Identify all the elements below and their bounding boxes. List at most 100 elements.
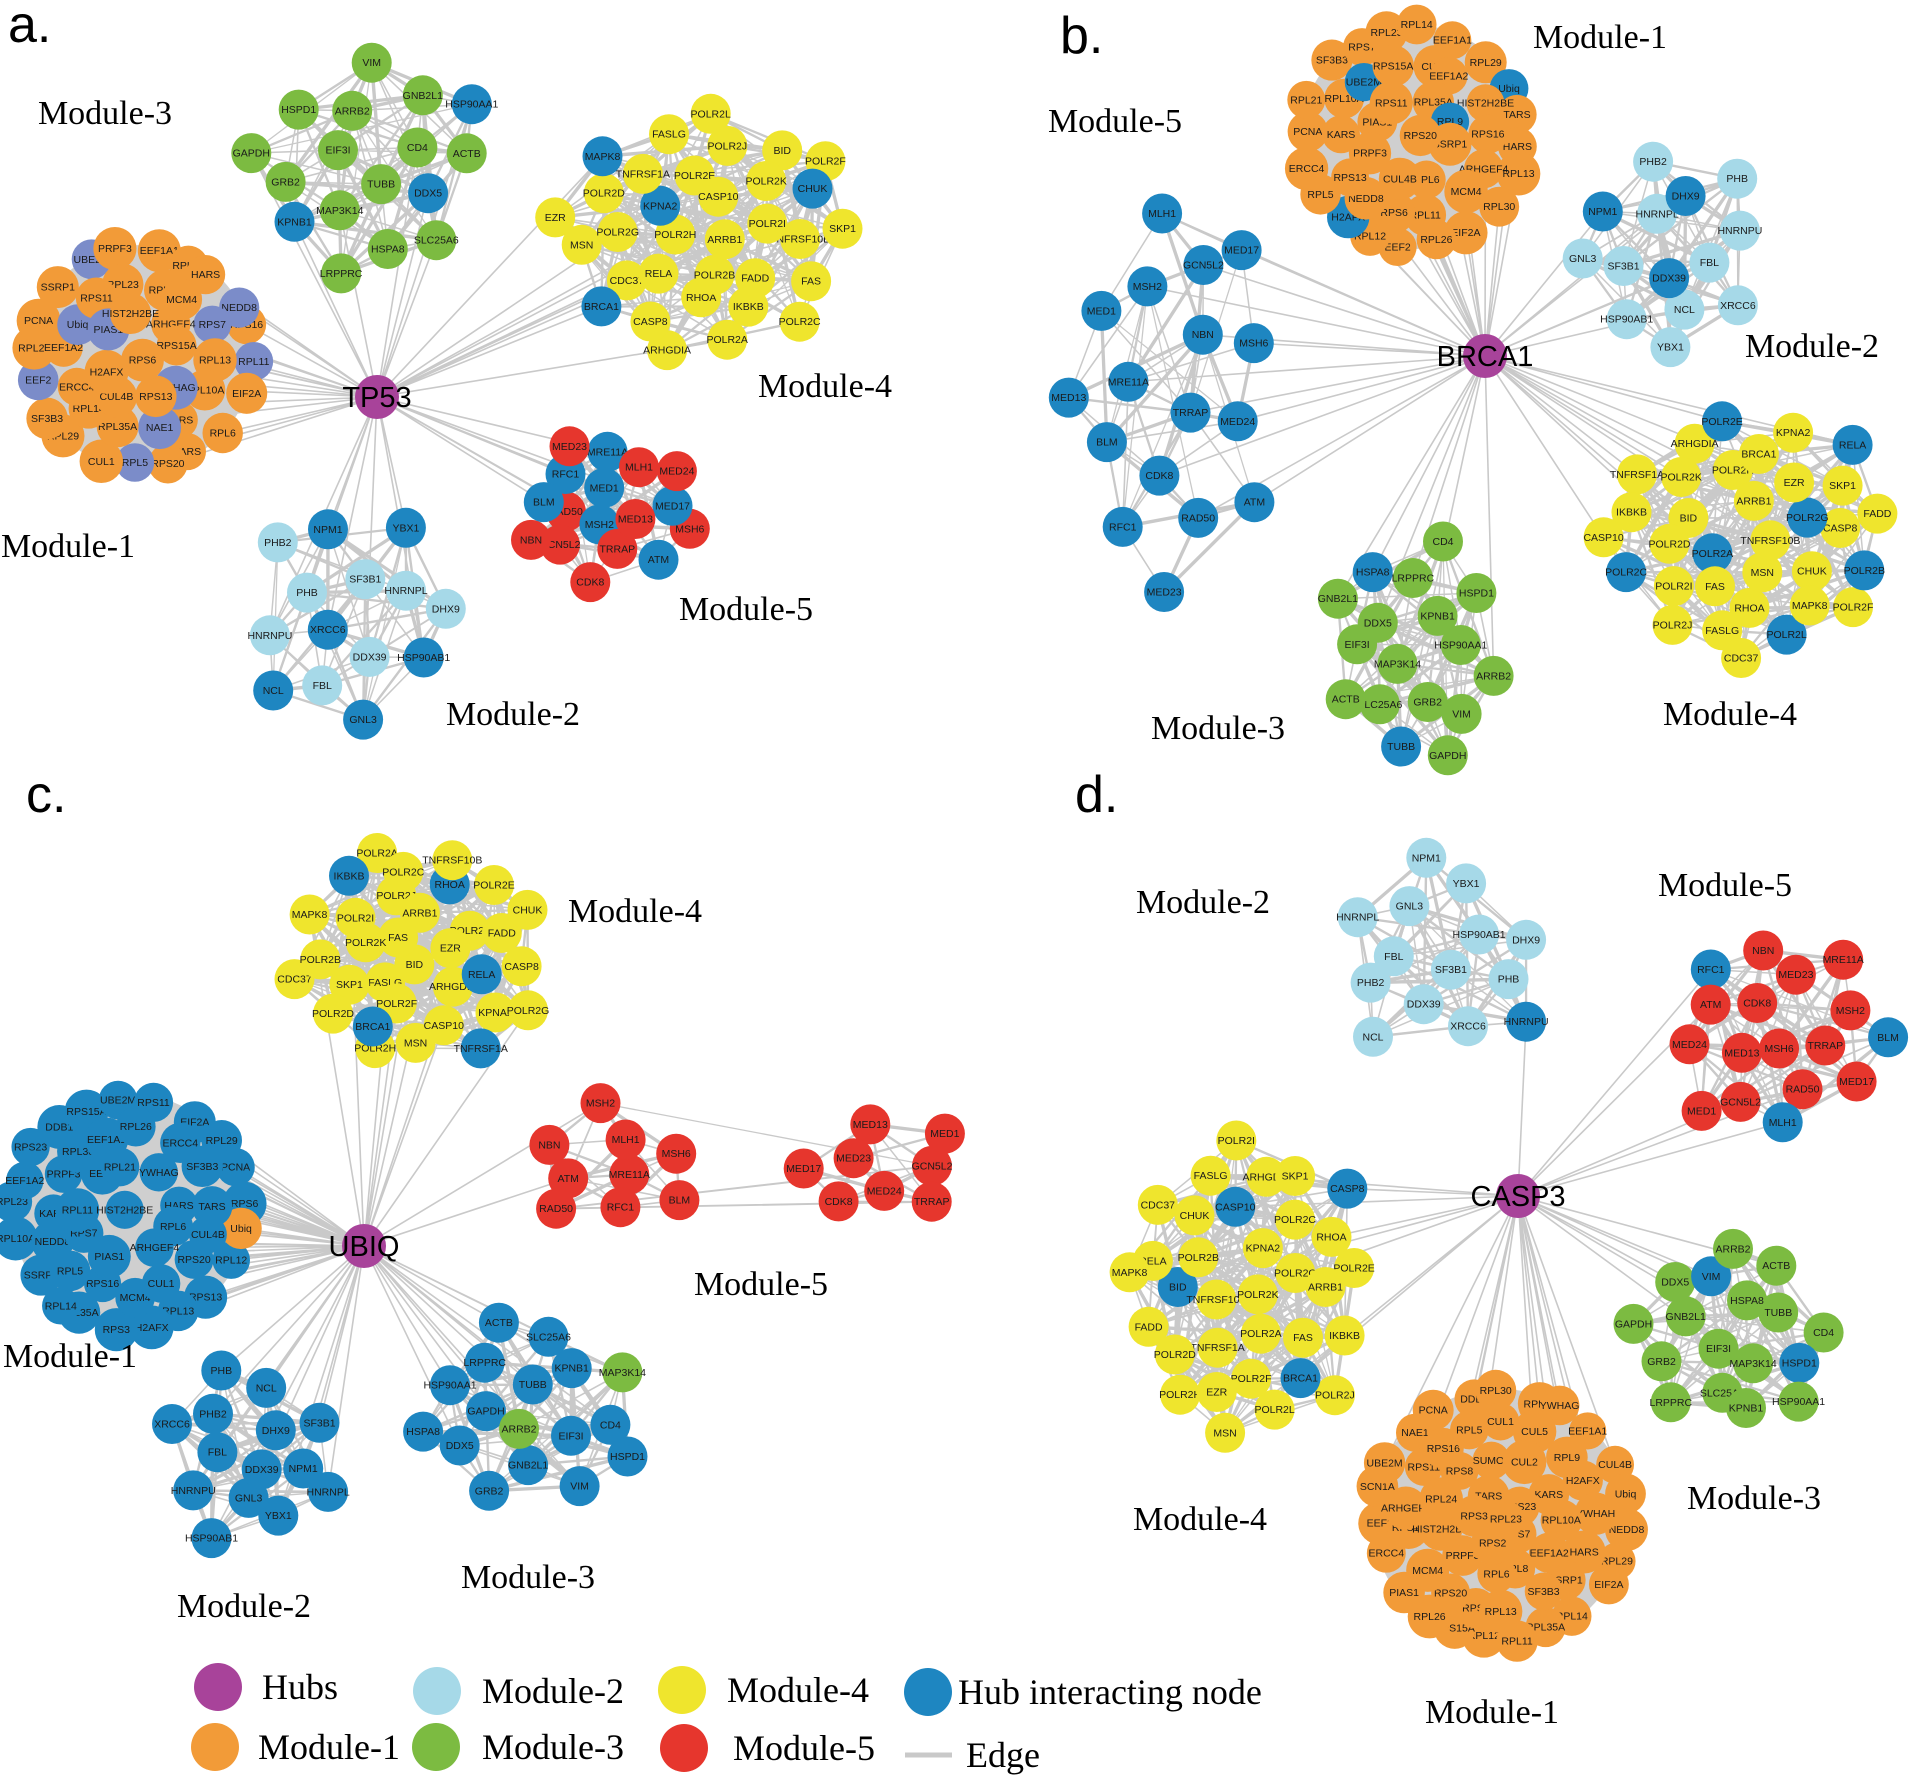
svg-text:PRPF3: PRPF3 — [47, 1169, 81, 1181]
svg-text:BRCA1: BRCA1 — [1741, 449, 1776, 461]
svg-text:HSPD1: HSPD1 — [281, 104, 316, 116]
svg-text:KPNB1: KPNB1 — [1420, 610, 1455, 622]
svg-text:SLC25A6: SLC25A6 — [1357, 699, 1402, 711]
svg-text:RPL11: RPL11 — [1501, 1636, 1532, 1648]
svg-text:POLR2L: POLR2L — [691, 108, 731, 120]
svg-text:PIAS1: PIAS1 — [94, 1251, 124, 1263]
svg-text:MRE11A: MRE11A — [609, 1169, 650, 1181]
svg-text:RPL11: RPL11 — [1410, 210, 1441, 222]
svg-text:KPNA2: KPNA2 — [1776, 427, 1811, 439]
svg-text:GNB2L1: GNB2L1 — [1318, 593, 1358, 605]
svg-text:NPM1: NPM1 — [1588, 206, 1617, 218]
svg-text:NEDD8: NEDD8 — [221, 302, 257, 314]
svg-text:EIF3I: EIF3I — [558, 1430, 583, 1442]
svg-text:RPL30: RPL30 — [1483, 201, 1515, 213]
svg-text:EEF2: EEF2 — [1367, 1518, 1393, 1530]
svg-text:RPL23: RPL23 — [1370, 27, 1402, 39]
svg-text:MSN: MSN — [1213, 1427, 1236, 1439]
svg-text:BLM: BLM — [1096, 437, 1118, 449]
svg-text:FADD: FADD — [488, 928, 516, 940]
svg-text:DHX9: DHX9 — [262, 1425, 290, 1437]
svg-text:FBL: FBL — [1700, 257, 1719, 269]
svg-text:POLR2B: POLR2B — [1178, 1252, 1219, 1264]
svg-text:POLR2G: POLR2G — [507, 1005, 550, 1017]
svg-text:Module-1: Module-1 — [3, 1338, 137, 1375]
svg-text:HSPA8: HSPA8 — [1730, 1295, 1764, 1307]
svg-text:PCNA: PCNA — [1293, 126, 1322, 138]
svg-text:UBE2M: UBE2M — [100, 1095, 136, 1107]
svg-text:POLR2I: POLR2I — [337, 912, 374, 924]
svg-text:MCM4: MCM4 — [1412, 1565, 1443, 1577]
svg-text:TNFRSF10B: TNFRSF10B — [1186, 1294, 1246, 1306]
svg-text:RPS3: RPS3 — [103, 1324, 131, 1336]
svg-text:SLC25A6: SLC25A6 — [526, 1331, 571, 1343]
svg-text:LRPPRC: LRPPRC — [1392, 573, 1435, 585]
svg-text:RPS13: RPS13 — [1333, 172, 1366, 184]
svg-text:RPL6: RPL6 — [210, 428, 236, 440]
svg-text:POLR2E: POLR2E — [473, 880, 514, 892]
svg-text:HARS: HARS — [191, 269, 220, 281]
svg-text:HSP90AB1: HSP90AB1 — [1453, 929, 1506, 941]
svg-text:EEF2: EEF2 — [25, 374, 51, 386]
svg-text:Ubiq: Ubiq — [67, 319, 89, 331]
svg-text:POLR2D: POLR2D — [1154, 1349, 1196, 1361]
svg-text:SKP1: SKP1 — [829, 223, 856, 235]
svg-text:NPM1: NPM1 — [289, 1463, 318, 1475]
svg-text:POLR2D: POLR2D — [312, 1008, 354, 1020]
svg-text:CDK8: CDK8 — [1145, 470, 1173, 482]
svg-text:CDC37: CDC37 — [277, 974, 312, 986]
svg-text:RPS3: RPS3 — [1460, 1511, 1488, 1523]
svg-text:RPL6: RPL6 — [160, 1221, 186, 1233]
svg-text:RPS6: RPS6 — [1380, 207, 1408, 219]
svg-text:YBX1: YBX1 — [265, 1510, 292, 1522]
svg-text:RAD50: RAD50 — [1786, 1084, 1820, 1096]
svg-text:RPL5: RPL5 — [122, 457, 148, 469]
svg-text:MAPK8: MAPK8 — [292, 909, 328, 921]
svg-text:NCL: NCL — [1362, 1031, 1383, 1043]
svg-text:Hub interacting node: Hub interacting node — [958, 1672, 1262, 1712]
svg-text:TNFRSF10B: TNFRSF10B — [770, 234, 830, 246]
svg-text:RPL29: RPL29 — [206, 1135, 238, 1147]
svg-text:PHB2: PHB2 — [264, 537, 292, 549]
svg-text:MSH2: MSH2 — [586, 1098, 615, 1110]
svg-text:NEDD8: NEDD8 — [1609, 1524, 1645, 1536]
svg-text:KPNA2: KPNA2 — [478, 1007, 513, 1019]
svg-text:SSRP1: SSRP1 — [24, 1270, 59, 1282]
svg-text:POLR2H: POLR2H — [354, 1043, 396, 1055]
svg-text:Hubs: Hubs — [262, 1667, 338, 1707]
svg-text:Module-3: Module-3 — [38, 95, 172, 132]
svg-text:EZR: EZR — [1206, 1387, 1227, 1399]
svg-text:MAPK8: MAPK8 — [1792, 600, 1828, 612]
svg-text:ARRB1: ARRB1 — [1736, 495, 1771, 507]
svg-text:MCM4: MCM4 — [1451, 186, 1482, 198]
svg-text:ARRB2: ARRB2 — [501, 1423, 536, 1435]
svg-text:HNRNPL: HNRNPL — [307, 1486, 350, 1498]
svg-text:RHOA: RHOA — [1316, 1231, 1346, 1243]
svg-text:CASP8: CASP8 — [1823, 523, 1858, 535]
svg-text:MED23: MED23 — [1147, 587, 1182, 599]
svg-text:MSH2: MSH2 — [1133, 281, 1162, 293]
svg-text:ARRB2: ARRB2 — [335, 105, 370, 117]
svg-text:CUL1: CUL1 — [88, 456, 115, 468]
svg-text:RPS11: RPS11 — [137, 1097, 170, 1109]
svg-text:RPL26: RPL26 — [1414, 1611, 1446, 1623]
svg-text:EIF2A: EIF2A — [232, 388, 261, 400]
svg-text:DDX39: DDX39 — [245, 1464, 279, 1476]
svg-text:Module-3: Module-3 — [1687, 1480, 1821, 1517]
svg-text:PCNA: PCNA — [24, 315, 53, 327]
svg-text:PHB: PHB — [1726, 173, 1748, 185]
svg-text:FBL: FBL — [208, 1447, 227, 1459]
svg-text:RPL11: RPL11 — [238, 356, 269, 368]
svg-text:HNRNPU: HNRNPU — [1504, 1016, 1549, 1028]
svg-text:FBL: FBL — [1384, 951, 1403, 963]
svg-text:PCNA: PCNA — [1419, 1405, 1448, 1417]
svg-text:MAP3K14: MAP3K14 — [1729, 1358, 1776, 1370]
svg-text:RPL9: RPL9 — [1554, 1452, 1580, 1464]
svg-text:CUL1: CUL1 — [1487, 1416, 1514, 1428]
svg-text:NCL: NCL — [256, 1382, 277, 1394]
svg-text:RPL12: RPL12 — [1354, 231, 1386, 243]
svg-text:POLR2D: POLR2D — [1648, 538, 1690, 550]
svg-text:CDK8: CDK8 — [576, 577, 604, 589]
svg-text:RPS20: RPS20 — [151, 458, 184, 470]
svg-text:RHOA: RHOA — [686, 292, 716, 304]
